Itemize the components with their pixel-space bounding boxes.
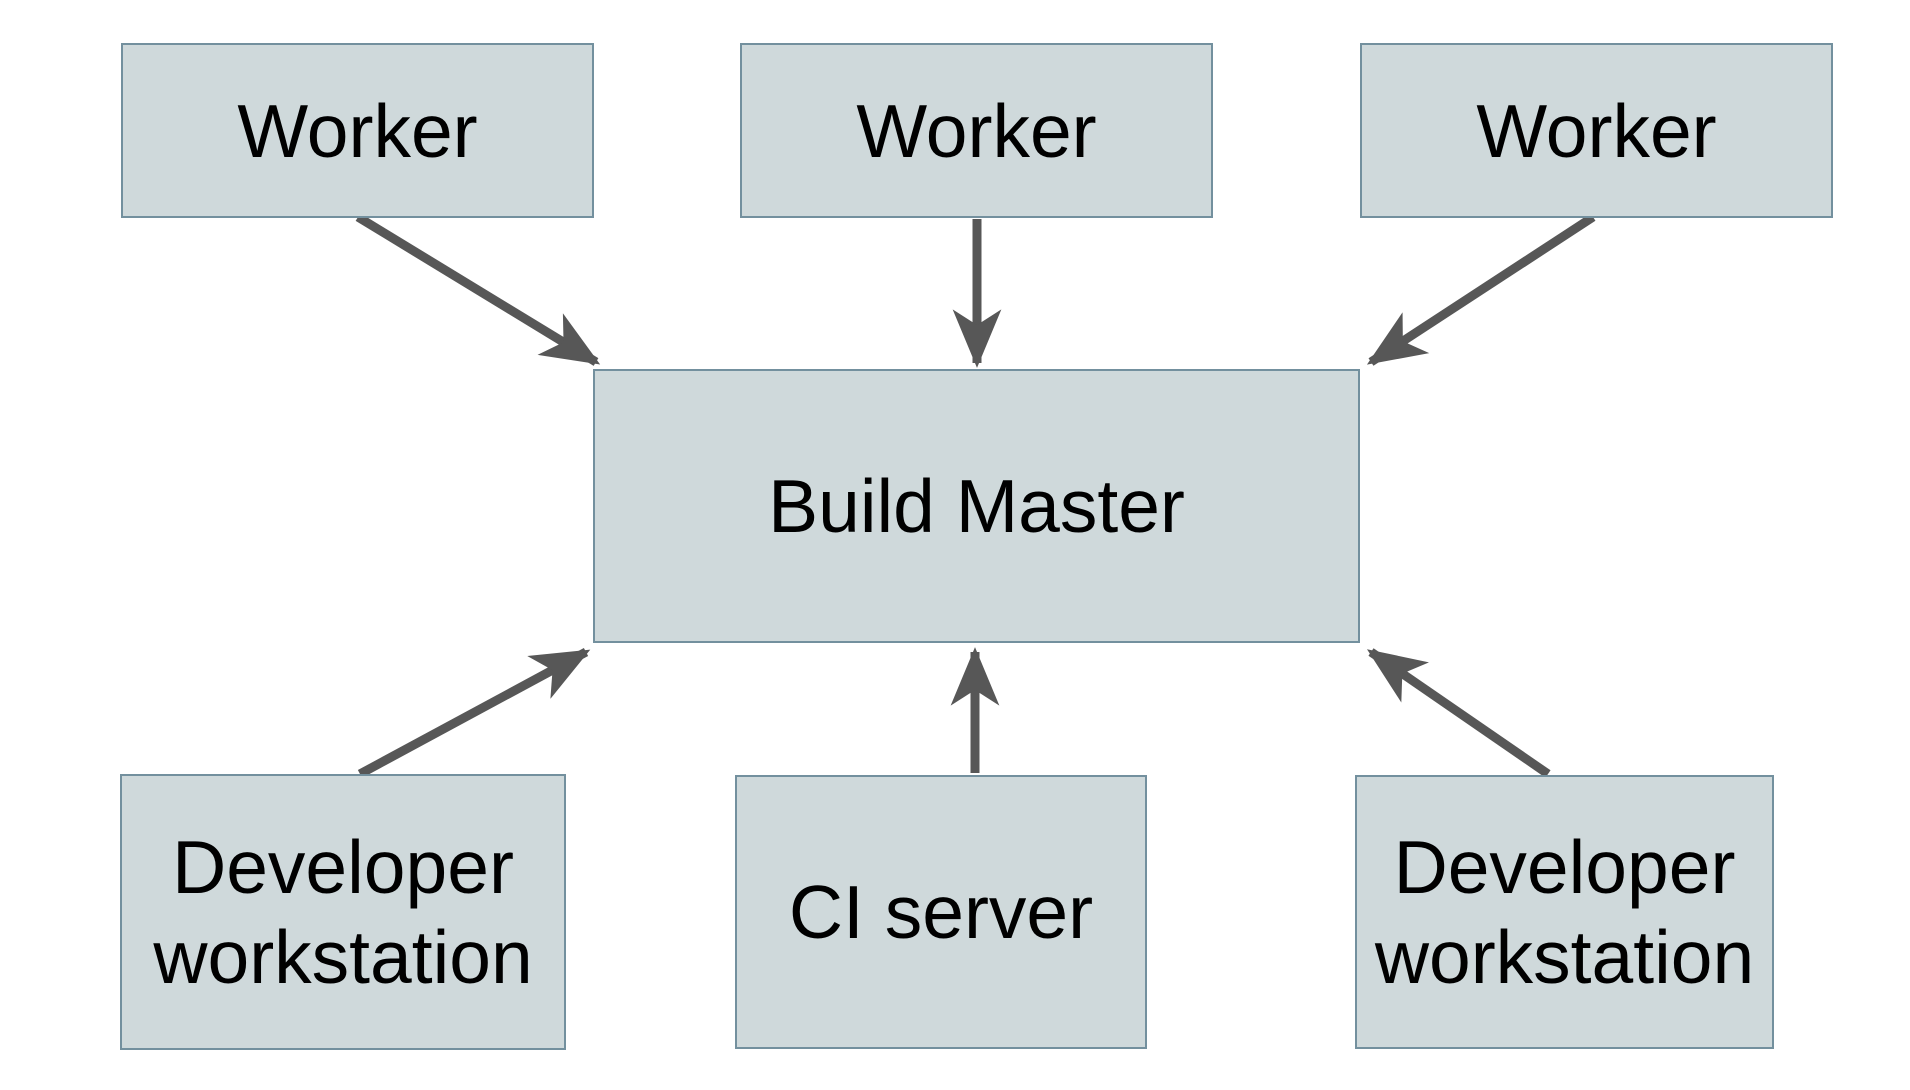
node-developer-workstation-2: Developer workstation	[1355, 775, 1774, 1049]
arrow-developer-workstation-1-to-build-master	[357, 648, 591, 778]
node-developer-workstation-1: Developer workstation	[120, 774, 566, 1050]
arrow-worker-1-to-build-master	[355, 213, 601, 366]
node-worker-1: Worker	[121, 43, 594, 218]
arrow-worker-3-to-build-master	[1366, 213, 1596, 366]
node-worker-2: Worker	[740, 43, 1213, 218]
node-worker-2-label: Worker	[856, 88, 1097, 173]
node-worker-3-label: Worker	[1476, 88, 1717, 173]
node-worker-1-label: Worker	[237, 88, 478, 173]
node-ci-server: CI server	[735, 775, 1147, 1049]
node-ci-server-label: CI server	[788, 870, 1094, 954]
arrow-developer-workstation-2-to-build-master	[1366, 648, 1551, 778]
node-build-master: Build Master	[593, 369, 1360, 643]
node-developer-workstation-2-label: Developer workstation	[1374, 825, 1755, 999]
node-build-master-label: Build Master	[768, 464, 1185, 548]
node-worker-3: Worker	[1360, 43, 1833, 218]
node-developer-workstation-1-label: Developer workstation	[153, 825, 533, 999]
